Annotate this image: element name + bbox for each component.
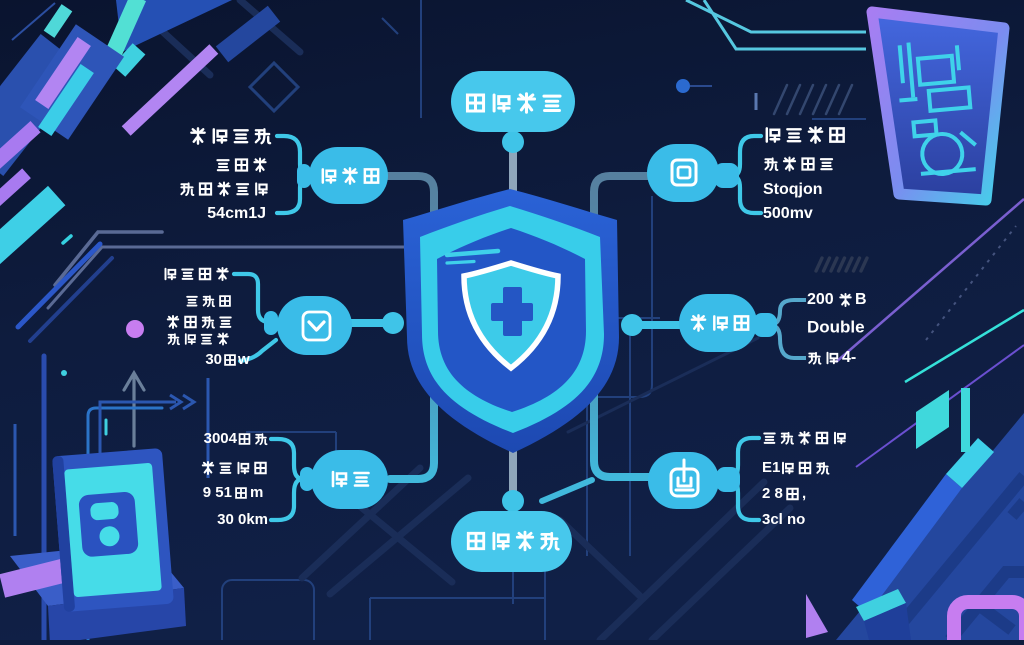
svg-text:30 0km: 30 0km (217, 511, 268, 528)
svg-text:9 51: 9 51 (203, 484, 232, 501)
svg-text:200: 200 (807, 291, 834, 308)
svg-text:B: B (855, 291, 867, 308)
svg-text:30: 30 (205, 351, 222, 368)
svg-text:Double: Double (807, 317, 865, 336)
svg-text:500mv: 500mv (763, 205, 813, 222)
svg-text:,: , (802, 485, 806, 502)
svg-text:m: m (250, 484, 263, 501)
svg-text:Stoqjon: Stoqjon (763, 181, 823, 198)
svg-text:3cl no: 3cl no (762, 511, 805, 528)
svg-text:54cm1J: 54cm1J (207, 205, 266, 222)
svg-text:w: w (237, 351, 250, 368)
svg-text:4-: 4- (842, 349, 856, 366)
svg-text:E1: E1 (762, 459, 780, 476)
svg-text:3004: 3004 (204, 430, 238, 447)
svg-text:2 8: 2 8 (762, 485, 783, 502)
